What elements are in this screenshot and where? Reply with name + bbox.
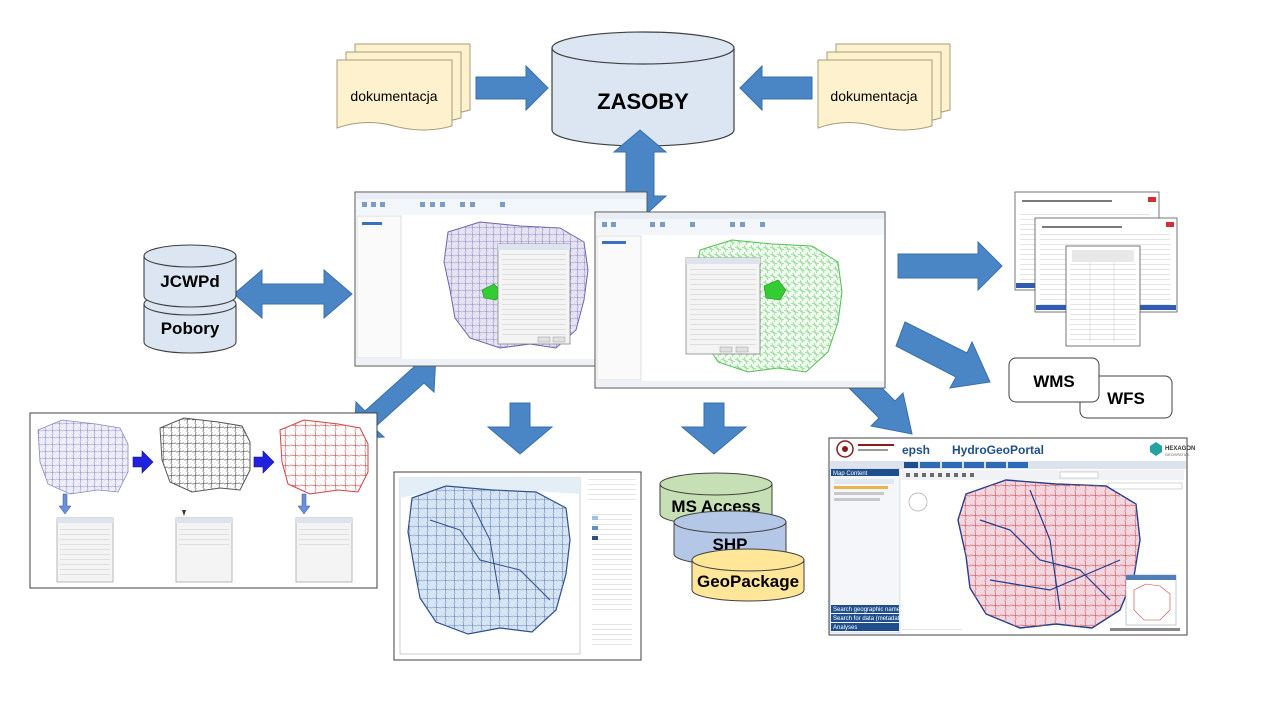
generalization-panel <box>29 412 378 589</box>
arrow-apps-to-printed-map <box>486 402 554 455</box>
portal-vendor-sub: GEOSPATIAL <box>1165 452 1191 457</box>
documentation-right-label: dokumentacja <box>830 88 917 104</box>
hydrogeoportal-window: epsh HydroGeoPortal HEXAGON GEOSPATIAL M… <box>828 437 1195 636</box>
app-window-green <box>594 211 886 389</box>
documentation-left-label: dokumentacja <box>350 88 437 104</box>
portal-footer-item-1[interactable]: Search for data (metadata) <box>833 616 905 622</box>
arrow-doc-left-to-zasoby <box>475 64 549 112</box>
geopackage-db <box>691 560 805 602</box>
source-databases: Pobory JCWPd <box>143 244 237 354</box>
geopackage-label: GeoPackage <box>697 572 799 591</box>
portal-vendor: HEXAGON <box>1165 446 1195 452</box>
export-databases: MS Access SHP GeoPackage <box>659 472 805 602</box>
zasoby-database: ZASOBY <box>551 31 735 147</box>
arrows <box>233 64 1003 455</box>
reports-stack <box>1014 191 1178 347</box>
portal-sidebar-header: Map Content <box>833 471 868 477</box>
arrow-apps-to-services <box>895 321 991 389</box>
zasoby-label: ZASOBY <box>597 89 689 114</box>
portal-footer-item-0[interactable]: Search geographic names <box>833 607 903 613</box>
printed-map <box>393 471 642 661</box>
arrow-apps-to-exports <box>680 402 748 455</box>
documentation-right: dokumentacja <box>817 43 951 131</box>
documentation-left: dokumentacja <box>336 43 471 131</box>
jcwpd-label: JCWPd <box>160 272 220 291</box>
wfs-service: WFS <box>1079 375 1173 419</box>
arrow-gen-2 <box>253 450 275 474</box>
portal-title: HydroGeoPortal <box>952 443 1044 457</box>
pobory-label: Pobory <box>161 319 220 338</box>
arrow-gen-1 <box>132 450 154 474</box>
wms-service: WMS <box>1008 357 1100 403</box>
wfs-label: WFS <box>1107 389 1145 408</box>
arrow-apps-to-reports <box>897 240 1003 292</box>
wms-label: WMS <box>1033 372 1075 391</box>
arrow-sources-apps <box>233 268 353 320</box>
portal-brand: epsh <box>902 443 930 457</box>
portal-footer-item-2[interactable]: Analyses <box>833 625 857 631</box>
arrow-doc-right-to-zasoby <box>739 64 813 112</box>
